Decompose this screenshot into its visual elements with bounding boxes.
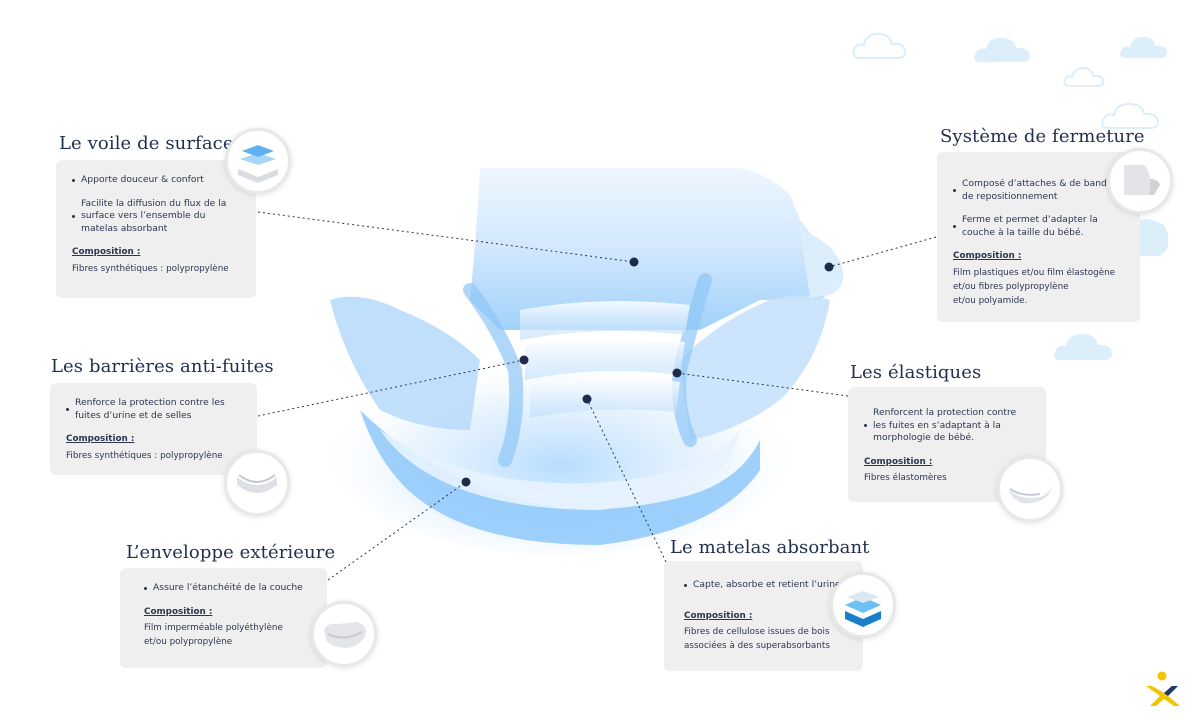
diaper-icon — [324, 622, 366, 648]
info-card-barrieres: Renforce la protection contre les fuites… — [50, 383, 257, 475]
composition-text-line: associées à des superabsorbants — [684, 641, 830, 651]
cloud-icon — [852, 32, 907, 59]
bullet-item: Apporte douceur & confort — [72, 174, 240, 187]
info-card-enveloppe: Assure l’étanchéité de la couche Composi… — [120, 568, 327, 668]
composition-text-line: Film imperméable polyéthylène — [144, 623, 283, 633]
bullet-item: Assure l’étanchéité de la couche — [144, 582, 311, 595]
leader-line-fermeture — [828, 236, 937, 268]
bullet-item: Facilite la diffusion du flux de la surf… — [72, 198, 240, 236]
bullet-item: Ferme et permet d’adapter la couche à la… — [953, 214, 1124, 239]
fastening-tab-icon — [1124, 165, 1160, 195]
section-title-elastiques: Les élastiques — [850, 362, 982, 383]
marker-dot-surface — [629, 257, 639, 267]
leader-line-enveloppe — [327, 481, 467, 581]
marker-dot-fermeture — [824, 262, 834, 272]
composition-label: Composition : — [66, 434, 135, 444]
cloud-icon — [1101, 102, 1160, 129]
composition-label: Composition : — [953, 251, 1022, 261]
bullet-dot — [953, 225, 956, 228]
bullet-dot — [66, 408, 69, 411]
diaper-illustration — [330, 168, 844, 555]
info-card-fermeture: Composé d’attaches & de bandes de reposi… — [937, 152, 1140, 322]
bullet-item: Capte, absorbe et retient l’urine — [684, 579, 847, 592]
composition-label: Composition : — [72, 247, 141, 257]
cloud-icon — [1063, 66, 1105, 87]
section-title-enveloppe: L’enveloppe extérieure — [126, 542, 336, 563]
thumbnail-outer-cover — [311, 601, 377, 667]
leader-line-barrieres — [257, 359, 525, 417]
elastic-icon — [1008, 481, 1054, 504]
composition-label: Composition : — [684, 610, 753, 621]
bullet-dot — [72, 214, 75, 218]
composition-text-line: Film plastiques et/ou film élastogène — [953, 267, 1116, 278]
composition-text-line: et/ou polyamide. — [953, 295, 1028, 306]
section-title-surface: Le voile de surface — [59, 133, 234, 154]
composition-text: Fibres synthétiques : polypropylène — [66, 450, 223, 461]
layers-icon — [238, 145, 278, 183]
composition-label: Composition : — [864, 456, 933, 467]
leader-line-surface — [257, 211, 635, 263]
composition-text-line: et/ou polypropylène — [144, 637, 233, 647]
bullet-item: Renforcent la protection contre les fuit… — [864, 407, 1030, 445]
composition-text-line: Fibres de cellulose issues de bois — [684, 627, 830, 637]
bullet-dot — [953, 189, 956, 192]
composition-text: Fibres élastomères — [864, 473, 947, 483]
marker-dot-enveloppe — [461, 477, 471, 487]
marker-dot-matelas — [582, 394, 592, 404]
cloud-icon — [1136, 219, 1169, 256]
leader-line-elastiques — [676, 372, 849, 397]
thumbnail-surface-layer — [225, 128, 291, 194]
section-title-barrieres: Les barrières anti-fuites — [51, 356, 274, 377]
thumbnail-absorbent-core — [830, 572, 896, 638]
leak-barrier-icon — [237, 474, 277, 493]
composition-label: Composition : — [144, 606, 213, 617]
bullet-dot — [72, 178, 75, 182]
absorbent-core-icon — [845, 591, 881, 627]
cloud-icon — [1120, 37, 1167, 58]
bullet-dot — [864, 424, 867, 428]
info-card-matelas: Capte, absorbe et retient l’urine Compos… — [664, 561, 863, 671]
thumbnail-elastic — [997, 456, 1063, 522]
bullet-item: Composé d’attaches & de bandes de reposi… — [953, 178, 1124, 203]
bullet-item: Renforce la protection contre les fuites… — [66, 397, 241, 422]
brand-logo-icon — [1146, 671, 1180, 706]
cloud-icon — [1054, 334, 1112, 360]
bullet-dot — [684, 583, 687, 587]
marker-dot-barrieres — [519, 355, 529, 365]
composition-text: Fibres synthétiques : polypropylène — [72, 263, 229, 274]
leader-line-matelas — [586, 398, 667, 563]
section-title-fermeture: Système de fermeture — [940, 126, 1145, 147]
bullet-dot — [144, 586, 147, 590]
section-title-matelas: Le matelas absorbant — [670, 537, 870, 558]
info-card-surface: Apporte douceur & confort Facilite la di… — [56, 160, 256, 298]
thumbnail-fastening-tab — [1107, 148, 1173, 214]
thumbnail-leak-barrier — [224, 450, 290, 516]
marker-dot-elastiques — [672, 368, 682, 378]
composition-text-line: et/ou fibres polypropylène — [953, 281, 1069, 292]
cloud-icon — [974, 38, 1030, 62]
